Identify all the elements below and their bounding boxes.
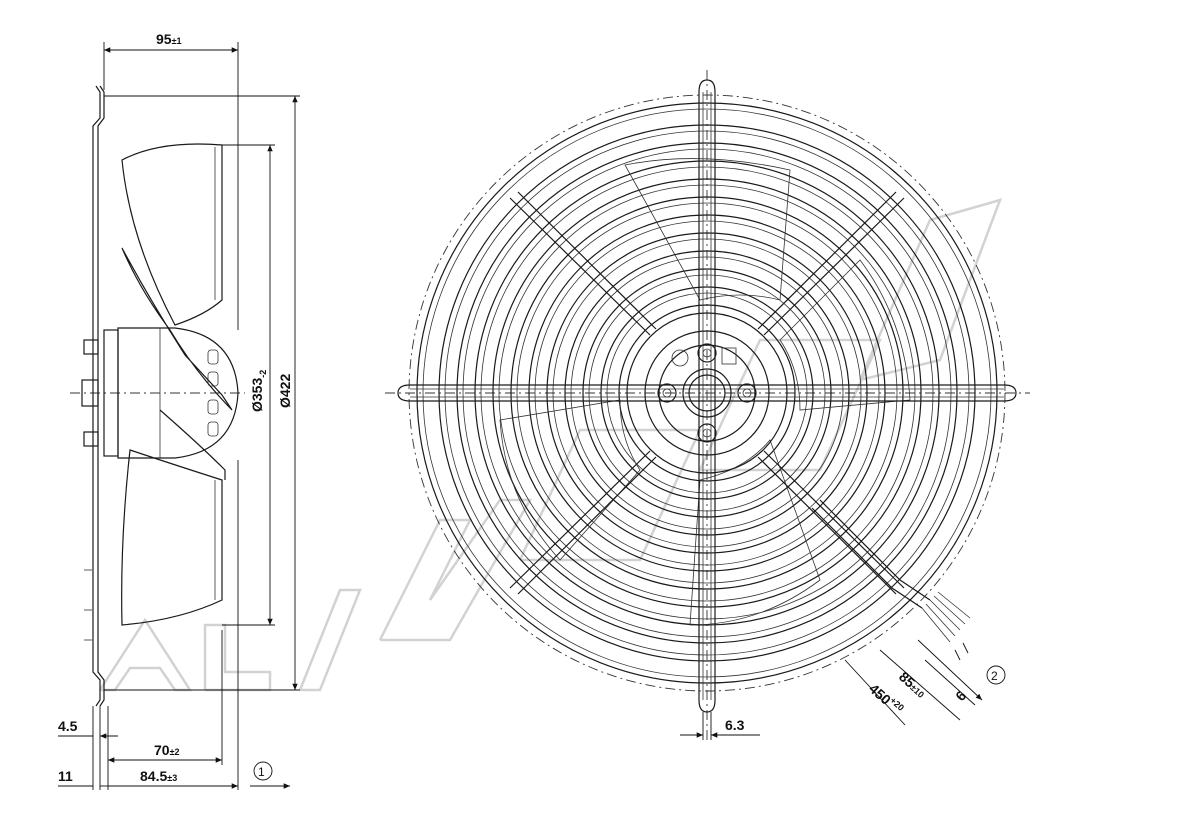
view-callout-2: 2 xyxy=(986,665,1006,685)
dim-95-label: 95±1 xyxy=(156,31,182,47)
svg-text:1: 1 xyxy=(258,765,265,779)
dim-4-5-label: 4.5 xyxy=(58,718,78,734)
watermark-icon xyxy=(98,198,1003,692)
front-view-icon xyxy=(385,70,1030,740)
view-callout-1: 1 xyxy=(253,761,273,781)
side-view-icon xyxy=(70,85,245,707)
dim-353-label: Ø353-2 xyxy=(249,370,268,412)
dim-6-label: 6 xyxy=(952,688,969,704)
front-dimensions xyxy=(680,639,983,740)
dim-422-label: Ø422 xyxy=(277,374,293,408)
dim-6-3-label: 6.3 xyxy=(725,717,745,733)
dim-11-label: 11 xyxy=(58,768,73,784)
dim-450-label: 450+20 xyxy=(866,680,906,718)
dim-70-label: 70±2 xyxy=(154,742,180,758)
svg-text:2: 2 xyxy=(991,669,998,683)
side-dimensions xyxy=(58,42,300,790)
dim-84-5-label: 84.5±3 xyxy=(140,768,177,784)
dim-85-label: 85±10 xyxy=(896,668,929,700)
